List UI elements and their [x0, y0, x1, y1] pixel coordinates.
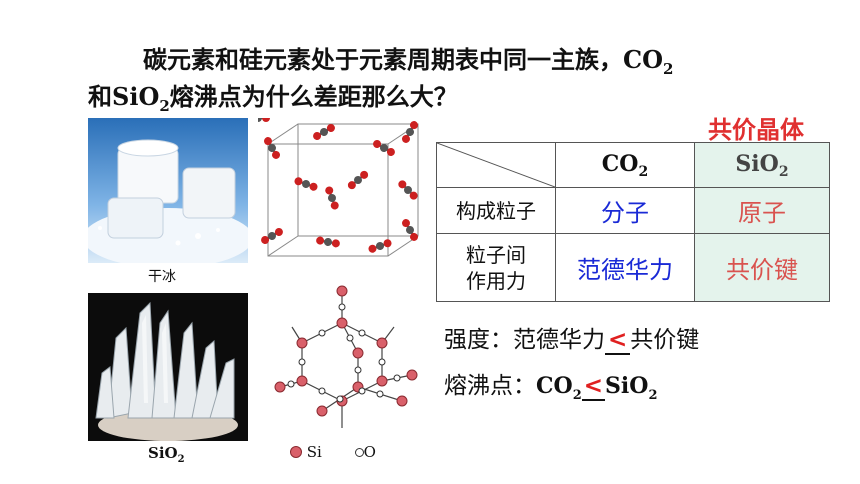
si-legend-icon [290, 446, 302, 458]
covalent-crystal-tag: 共价晶体 [708, 116, 804, 144]
question-prefix: 和 [88, 82, 112, 111]
co2-subscript: 2 [663, 60, 674, 78]
sio2-force-cell: 共价键 [694, 233, 830, 302]
dry-ice-photo [83, 118, 253, 268]
structure-legend: Si O [290, 443, 376, 461]
col-header-co2-main: CO [601, 150, 639, 177]
sio2-formula: SiO [112, 82, 160, 111]
co2-particle-cell: 分子 [555, 187, 695, 234]
legend-o-label: O [363, 443, 376, 461]
sio2-particle-cell: 原子 [694, 187, 830, 234]
mp-right-formula: SiO [605, 373, 649, 399]
mp-left-formula: CO [536, 373, 573, 399]
quartz-photo [88, 293, 248, 441]
row-label-forces: 粒子间 作用力 [436, 233, 556, 302]
mp-left-sub: 2 [572, 388, 582, 403]
mp-label: 熔沸点： [444, 373, 536, 399]
strength-symbol: < [605, 327, 631, 355]
mp-right-sub: 2 [648, 388, 658, 403]
col-header-co2: CO2 [555, 142, 695, 188]
strength-conclusion: 强度：范德华力<共价键 [444, 320, 699, 355]
question-line-2: 和SiO2熔沸点为什么差距那么大？ [88, 82, 458, 121]
mp-symbol: < [581, 373, 606, 401]
quartz-caption-main: SiO [148, 444, 178, 462]
strength-label: 强度：范德华力 [444, 327, 605, 353]
melting-point-conclusion: 熔沸点：CO2<SiO2 [444, 366, 657, 411]
co2-force-cell: 范德华力 [555, 233, 695, 302]
table-corner-cell [436, 142, 556, 188]
col-header-sio2-sub: 2 [778, 163, 789, 180]
row-label-particles: 构成粒子 [436, 187, 556, 234]
quartz-caption-sub: 2 [177, 454, 185, 465]
question-text-2: 熔沸点为什么差距那么大？ [169, 82, 458, 111]
sio2-subscript: 2 [159, 97, 170, 115]
dry-ice-caption: 干冰 [148, 269, 176, 285]
co2-lattice-diagram [246, 114, 430, 266]
question-line-1: 碳元素和硅元素处于元素周期表中同一主族，CO2 [143, 45, 673, 84]
strength-right: 共价键 [630, 327, 700, 353]
question-text-1: 碳元素和硅元素处于元素周期表中同一主族， [143, 45, 623, 74]
legend-si-label: Si [306, 443, 322, 461]
row-label-forces-line2: 作用力 [466, 268, 526, 293]
o-legend-icon [354, 448, 364, 457]
co2-formula: CO [623, 45, 664, 74]
col-header-sio2: SiO2 [694, 142, 830, 188]
comparison-table: CO2 SiO2 构成粒子 分子 原子 粒子间 作用力 范德华力 共价键 [436, 142, 830, 302]
row-label-forces-line1: 粒子间 [466, 242, 526, 267]
col-header-sio2-main: SiO [735, 150, 779, 177]
sio2-structure-diagram [262, 283, 432, 433]
quartz-caption: SiO2 [148, 444, 185, 465]
col-header-co2-sub: 2 [638, 163, 649, 180]
